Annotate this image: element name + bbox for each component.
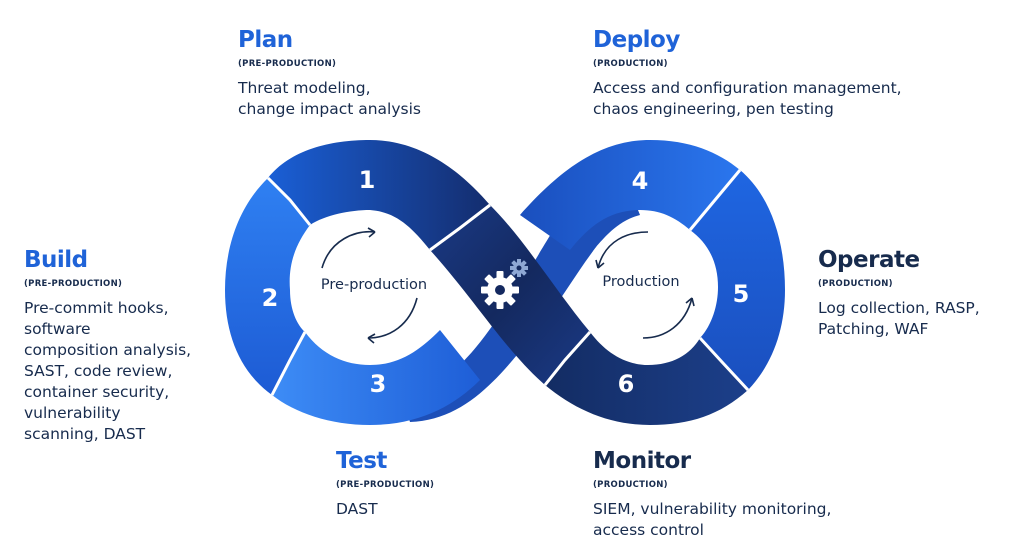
segment-dividers [266, 169, 750, 396]
phase-test-title: Test [336, 448, 387, 474]
pre-production-label: Pre-production [321, 277, 427, 293]
segment-number-6: 6 [618, 370, 635, 398]
segment-number-1: 1 [359, 166, 376, 194]
phase-test: Test (PRE-PRODUCTION) DAST [336, 447, 434, 520]
segment-plan [268, 140, 490, 250]
phase-build-title: Build [24, 247, 88, 273]
phase-operate: Operate (PRODUCTION) Log collection, RAS… [818, 246, 980, 340]
segment-operate [690, 170, 785, 390]
phase-plan-stage: (PRE-PRODUCTION) [238, 59, 337, 69]
left-loop-arrow [321, 227, 418, 344]
right-loop-hole [583, 223, 707, 347]
segment-monitor [545, 332, 748, 425]
phase-monitor-description: SIEM, vulnerability monitoring, access c… [593, 500, 832, 539]
left-loop-hole [306, 223, 434, 347]
segment-number-5: 5 [733, 280, 750, 308]
segment-number-4: 4 [632, 167, 649, 195]
phase-operate-description: Log collection, RASP, Patching, WAF [818, 299, 980, 338]
phase-deploy-description: Access and configuration management, cha… [593, 79, 902, 118]
phase-deploy-stage: (PRODUCTION) [593, 59, 668, 69]
phase-monitor: Monitor (PRODUCTION) SIEM, vulnerability… [593, 447, 831, 541]
segment-number-3: 3 [370, 370, 387, 398]
phase-operate-title: Operate [818, 247, 920, 273]
segment-test [272, 330, 480, 425]
phase-deploy: Deploy (PRODUCTION) Access and configura… [593, 26, 902, 120]
segment-number-2: 2 [262, 284, 279, 312]
right-loop-arrow [595, 231, 695, 339]
phase-plan-description: Threat modeling, change impact analysis [238, 79, 421, 118]
phase-test-stage: (PRE-PRODUCTION) [336, 480, 435, 490]
phase-build: Build (PRE-PRODUCTION) Pre-commit hooks,… [24, 246, 191, 445]
phase-deploy-title: Deploy [593, 27, 680, 53]
phase-monitor-title: Monitor [593, 448, 691, 474]
production-label: Production [602, 274, 679, 290]
phase-plan: Plan (PRE-PRODUCTION) Threat modeling, c… [238, 26, 421, 120]
phase-monitor-stage: (PRODUCTION) [593, 480, 668, 490]
phase-test-description: DAST [336, 500, 378, 518]
phase-operate-stage: (PRODUCTION) [818, 279, 893, 289]
segment-build [225, 178, 310, 395]
phase-build-stage: (PRE-PRODUCTION) [24, 279, 123, 289]
segment-deploy [520, 140, 740, 250]
phase-build-description: Pre-commit hooks, software composition a… [24, 299, 192, 443]
gears-icon [481, 259, 528, 309]
phase-plan-title: Plan [238, 27, 293, 53]
